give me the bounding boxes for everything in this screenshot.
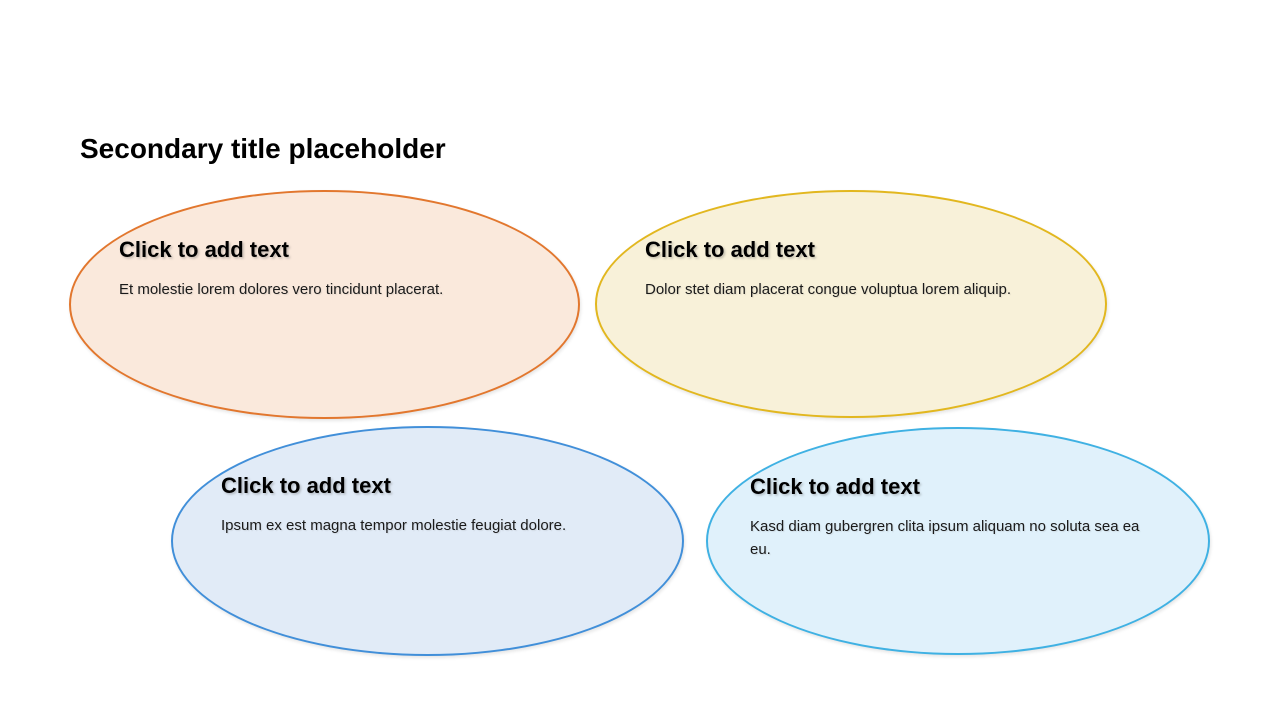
text-placeholder-body[interactable]: Kasd diam gubergren clita ipsum aliquam … xyxy=(750,517,1140,558)
text-placeholder-heading[interactable]: Click to add text xyxy=(119,237,289,262)
text-placeholder-heading[interactable]: Click to add text xyxy=(221,473,391,498)
secondary-title-placeholder[interactable]: Secondary title placeholder xyxy=(80,133,446,164)
text-placeholder-body[interactable]: Ipsum ex est magna tempor molestie feugi… xyxy=(221,516,567,534)
text-placeholder-group: Click to add text Et molestie lorem dolo… xyxy=(119,236,539,301)
text-placeholder-group: Click to add text Dolor stet diam placer… xyxy=(645,236,1065,301)
text-placeholder-group: Click to add text Kasd diam gubergren cl… xyxy=(750,473,1146,561)
ellipse-shape-bottom-right[interactable]: Click to add text Kasd diam gubergren cl… xyxy=(706,427,1210,655)
text-placeholder-heading[interactable]: Click to add text xyxy=(750,474,920,499)
text-placeholder-group: Click to add text Ipsum ex est magna tem… xyxy=(221,472,641,537)
ellipse-shape-bottom-left[interactable]: Click to add text Ipsum ex est magna tem… xyxy=(171,426,684,656)
text-placeholder-body[interactable]: Dolor stet diam placerat congue voluptua… xyxy=(645,280,1012,298)
ellipse-shape-top-right[interactable]: Click to add text Dolor stet diam placer… xyxy=(595,190,1107,418)
text-placeholder-heading[interactable]: Click to add text xyxy=(645,237,815,262)
text-placeholder-body[interactable]: Et molestie lorem dolores vero tincidunt… xyxy=(119,280,444,298)
ellipse-shape-top-left[interactable]: Click to add text Et molestie lorem dolo… xyxy=(69,190,580,419)
